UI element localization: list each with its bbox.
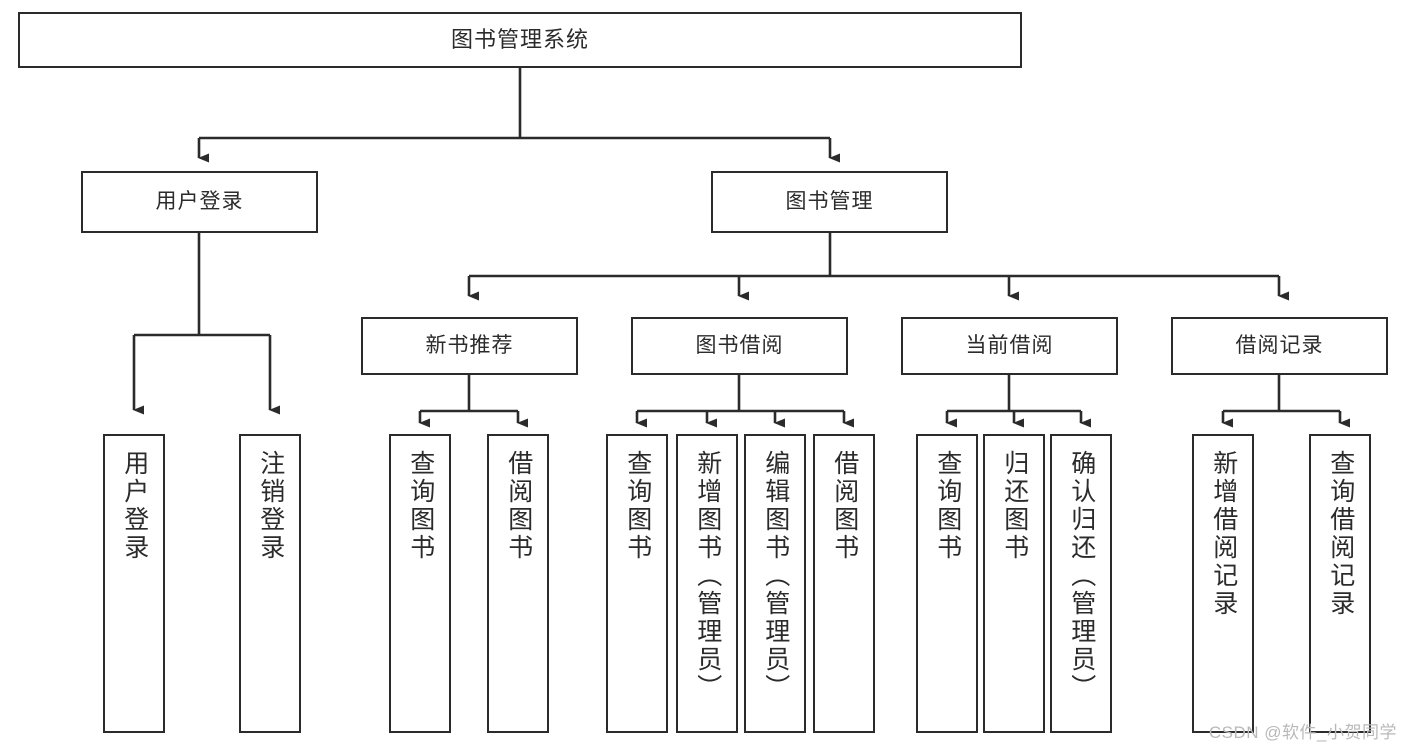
node-leaf-user-login-label: 用户登录 [120,450,149,562]
node-leaf-query-record-label: 查询借阅记录 [1326,450,1355,618]
node-user-login[interactable]: 用户登录 [81,171,318,233]
node-leaf-query-book-1-label: 查询图书 [406,450,435,562]
node-leaf-borrow-book-2[interactable]: 借阅图书 [813,434,875,733]
node-leaf-query-record[interactable]: 查询借阅记录 [1309,434,1371,733]
node-borrow-record[interactable]: 借阅记录 [1171,317,1388,375]
node-leaf-borrow-book-2-label: 借阅图书 [830,450,859,562]
node-leaf-borrow-book-1-label: 借阅图书 [504,450,533,562]
node-leaf-query-book-2-label: 查询图书 [623,450,652,562]
node-leaf-add-record[interactable]: 新增借阅记录 [1192,434,1254,733]
node-leaf-edit-book-label: 编辑图书（管理员） [761,450,790,702]
node-leaf-query-book-1[interactable]: 查询图书 [389,434,451,733]
node-current-borrow[interactable]: 当前借阅 [901,317,1118,375]
node-leaf-query-book-3[interactable]: 查询图书 [916,434,978,733]
node-leaf-return-book[interactable]: 归还图书 [983,434,1045,733]
node-leaf-add-book[interactable]: 新增图书（管理员） [676,434,738,733]
node-current-borrow-label: 当前借阅 [965,333,1054,357]
node-book-management[interactable]: 图书管理 [711,171,948,233]
node-leaf-add-record-label: 新增借阅记录 [1209,450,1238,618]
node-user-login-label: 用户登录 [155,189,244,213]
node-book-borrow-label: 图书借阅 [695,333,784,357]
node-book-borrow[interactable]: 图书借阅 [631,317,848,375]
node-root[interactable]: 图书管理系统 [18,12,1022,68]
node-leaf-logout-label: 注销登录 [256,450,285,562]
node-leaf-user-login[interactable]: 用户登录 [103,434,165,733]
node-leaf-confirm-return[interactable]: 确认归还（管理员） [1050,434,1112,733]
node-leaf-borrow-book-1[interactable]: 借阅图书 [487,434,549,733]
node-leaf-add-book-label: 新增图书（管理员） [693,450,722,702]
watermark: CSDN @软件_小贺同学 [1208,723,1397,742]
node-borrow-record-label: 借阅记录 [1235,333,1324,357]
node-leaf-return-book-label: 归还图书 [1000,450,1029,562]
node-leaf-query-book-2[interactable]: 查询图书 [606,434,668,733]
node-leaf-logout[interactable]: 注销登录 [239,434,301,733]
node-new-book-recommend[interactable]: 新书推荐 [361,317,578,375]
node-leaf-edit-book[interactable]: 编辑图书（管理员） [744,434,806,733]
node-new-book-recommend-label: 新书推荐 [425,333,514,357]
node-leaf-query-book-3-label: 查询图书 [933,450,962,562]
node-root-label: 图书管理系统 [450,27,589,53]
node-book-management-label: 图书管理 [785,189,874,213]
node-leaf-confirm-return-label: 确认归还（管理员） [1067,450,1096,702]
